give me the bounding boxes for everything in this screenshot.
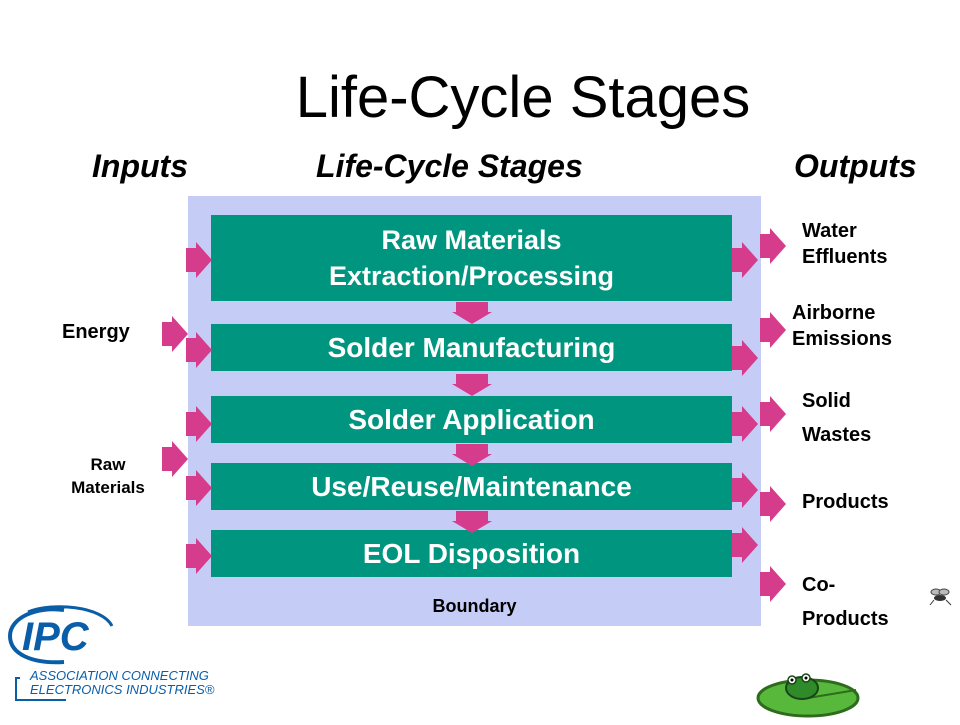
water-effluents-label: Water Effluents (802, 218, 888, 270)
output-label-line: Emissions (792, 328, 893, 350)
output-label-line: Airborne (792, 302, 876, 324)
stage-label: Use/Reuse/Maintenance (311, 470, 632, 502)
input-arrow-icon (186, 406, 212, 442)
logo-name: IPC (22, 615, 90, 659)
solid-wastes-arrow-icon (760, 396, 786, 432)
logo-tagline: ASSOCIATION CONNECTING (29, 668, 209, 683)
stage-label: EOL Disposition (362, 537, 581, 569)
stage-solder-manufacturing: Solder Manufacturing (211, 324, 732, 371)
fly-icon (928, 586, 954, 606)
output-arrow-icon (732, 242, 758, 278)
ipc-logo: IPC ASSOCIATION CONNECTING ELECTRONICS I… (6, 604, 256, 714)
stage-label: Solder Application (348, 403, 595, 435)
output-arrow-icon (732, 340, 758, 376)
logo-tagline: ELECTRONICS INDUSTRIES® (30, 682, 215, 697)
stage-solder-application: Solder Application (211, 396, 732, 443)
output-arrow-icon (732, 527, 758, 563)
output-label-line: Solid (802, 390, 851, 412)
airborne-emissions-arrow-icon (760, 312, 786, 348)
stage-raw-materials-extraction: Raw Materials Extraction/Processing (211, 215, 732, 301)
output-label-line: Products (802, 608, 889, 630)
airborne-emissions-label: Airborne Emissions (792, 300, 892, 352)
stage-label: Raw Materials (381, 224, 562, 255)
co-products-arrow-icon (760, 566, 786, 602)
down-arrow-icon (452, 374, 492, 396)
energy-label: Energy (62, 321, 130, 343)
raw-materials-input-label: Raw Materials (56, 454, 160, 500)
output-label-line: Effluents (802, 246, 888, 268)
stage-eol-disposition: EOL Disposition (211, 530, 732, 577)
raw-label-line: Materials (71, 477, 145, 497)
raw-label-line: Raw (90, 455, 126, 474)
output-label-line: Co- (802, 574, 836, 596)
products-label: Products (802, 491, 889, 513)
outputs-heading: Outputs (794, 148, 917, 184)
input-arrow-icon (186, 242, 212, 278)
solid-wastes-label: Solid Wastes (802, 384, 871, 452)
input-arrow-icon (186, 332, 212, 368)
down-arrow-icon (452, 444, 492, 466)
co-products-label: Co- Products (802, 568, 889, 636)
stages-heading: Life-Cycle Stages (316, 148, 583, 184)
page-title: Life-Cycle Stages (295, 65, 751, 130)
input-arrow-icon (186, 538, 212, 574)
energy-arrow-icon (162, 316, 188, 352)
input-arrow-icon (186, 470, 212, 506)
output-arrow-icon (732, 472, 758, 508)
boundary-label: Boundary (432, 596, 517, 616)
stage-label: Solder Manufacturing (327, 331, 616, 363)
down-arrow-icon (452, 302, 492, 324)
output-label-line: Water (802, 220, 857, 242)
output-arrow-icon (732, 406, 758, 442)
stage-label: Extraction/Processing (328, 261, 615, 291)
products-arrow-icon (760, 486, 786, 522)
frog-on-lilypad-icon (756, 660, 866, 720)
inputs-heading: Inputs (92, 148, 188, 184)
stage-use-reuse-maintenance: Use/Reuse/Maintenance (211, 463, 732, 510)
water-effluents-arrow-icon (760, 228, 786, 264)
output-label-line: Wastes (802, 424, 872, 446)
down-arrow-icon (452, 511, 492, 533)
raw-materials-arrow-icon (162, 441, 188, 477)
